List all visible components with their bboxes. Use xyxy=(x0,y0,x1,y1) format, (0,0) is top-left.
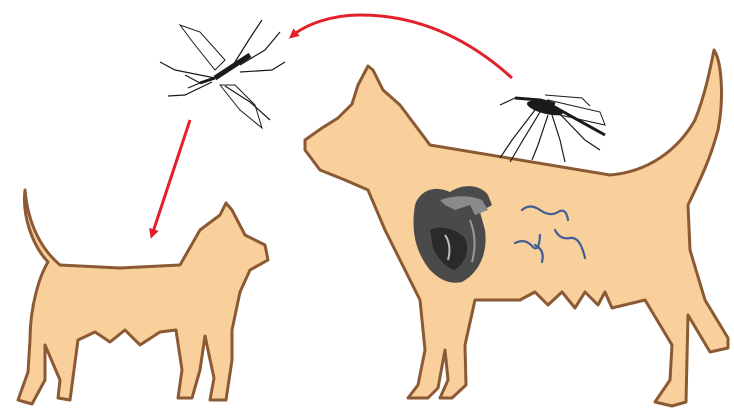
mosquito-on-back xyxy=(500,95,605,162)
large-dog-silhouette xyxy=(305,50,728,406)
arrow-mosquito-to-dog xyxy=(152,120,190,235)
mosquito-in-flight xyxy=(160,20,285,128)
infected-dog xyxy=(305,50,728,406)
new-host-dog xyxy=(18,190,268,404)
small-dog-silhouette xyxy=(18,190,268,404)
arrow-dog-to-mosquito xyxy=(292,15,512,78)
